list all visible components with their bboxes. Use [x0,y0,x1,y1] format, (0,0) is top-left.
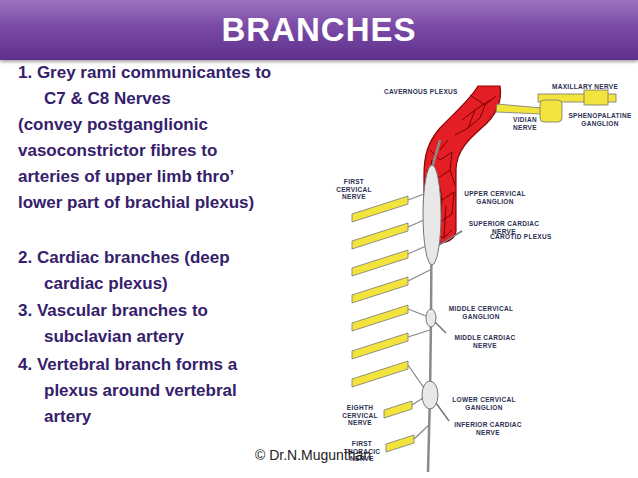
anatomy-label: MIDDLE CERVICAL GANGLION [440,305,522,320]
anatomy-label: MIDDLE CARDIAC NERVE [444,334,526,349]
grey-ramus [414,425,429,439]
grey-ramus [408,330,430,337]
spinal-nerve [386,435,414,452]
anatomy-label: SPHENOPALATINE GANGLION [564,112,636,127]
cardiac-nerve [439,231,462,245]
anatomy-label: FIRST CERVICAL NERVE [332,178,376,201]
grey-ramus [408,220,424,227]
copyright-notice: © Dr.N.Mugunthan [255,446,415,464]
anatomy-label: VIDIAN NERVE [508,116,542,131]
vidian-nerve [496,104,542,114]
grey-ramus [412,398,423,405]
list-item: 3. Vascular branches to subclavian arter… [18,298,286,350]
grey-ramus [408,270,430,281]
title-band: BRANCHES [0,0,638,60]
list-item: 1. Grey rami communicantes to C7 & C8 Ne… [18,60,286,112]
maxillary-nerve-box [584,90,608,105]
note-text: (convey postganglionic vasoconstrictor f… [18,112,282,216]
sphenopalatine-ganglion [540,100,562,122]
upper-cervical-ganglion [423,165,441,265]
anatomy-label: INFERIOR CARDIAC NERVE [446,421,530,436]
grey-ramus [408,194,424,200]
grey-ramus [408,365,424,388]
spinal-nerve [384,401,412,418]
slide-title: BRANCHES [221,0,416,60]
spinal-nerve [352,305,408,331]
spinal-nerve [352,333,408,359]
middle-cervical-ganglion [426,309,436,327]
cardiac-nerve [436,403,449,421]
anatomy-label: UPPER CERVICAL GANGLION [456,190,534,205]
spinal-nerve [352,223,408,249]
spinal-nerve [352,250,408,276]
anatomy-label: LOWER CERVICAL GANGLION [444,396,524,411]
cardiac-nerve [435,322,446,333]
cardiac-nerves [435,231,462,421]
lower-cervical-ganglion [422,381,438,409]
anatomy-label: EIGHTH CERVICAL NERVE [338,404,382,427]
list-item: 4. Vertebral branch forms a plexus aroun… [18,352,286,430]
spinal-nerve [352,361,408,387]
grey-ramus [408,309,426,316]
list-item: 2. Cardiac branches (deep cardiac plexus… [18,245,286,297]
anatomy-label: CAVERNOUS PLEXUS [384,88,474,96]
anatomy-label: SUPERIOR CARDIAC NERVE [462,220,546,235]
anatomy-label: MAXILLARY NERVE [552,83,637,91]
grey-ramus [408,246,426,254]
spinal-nerve [352,277,408,303]
